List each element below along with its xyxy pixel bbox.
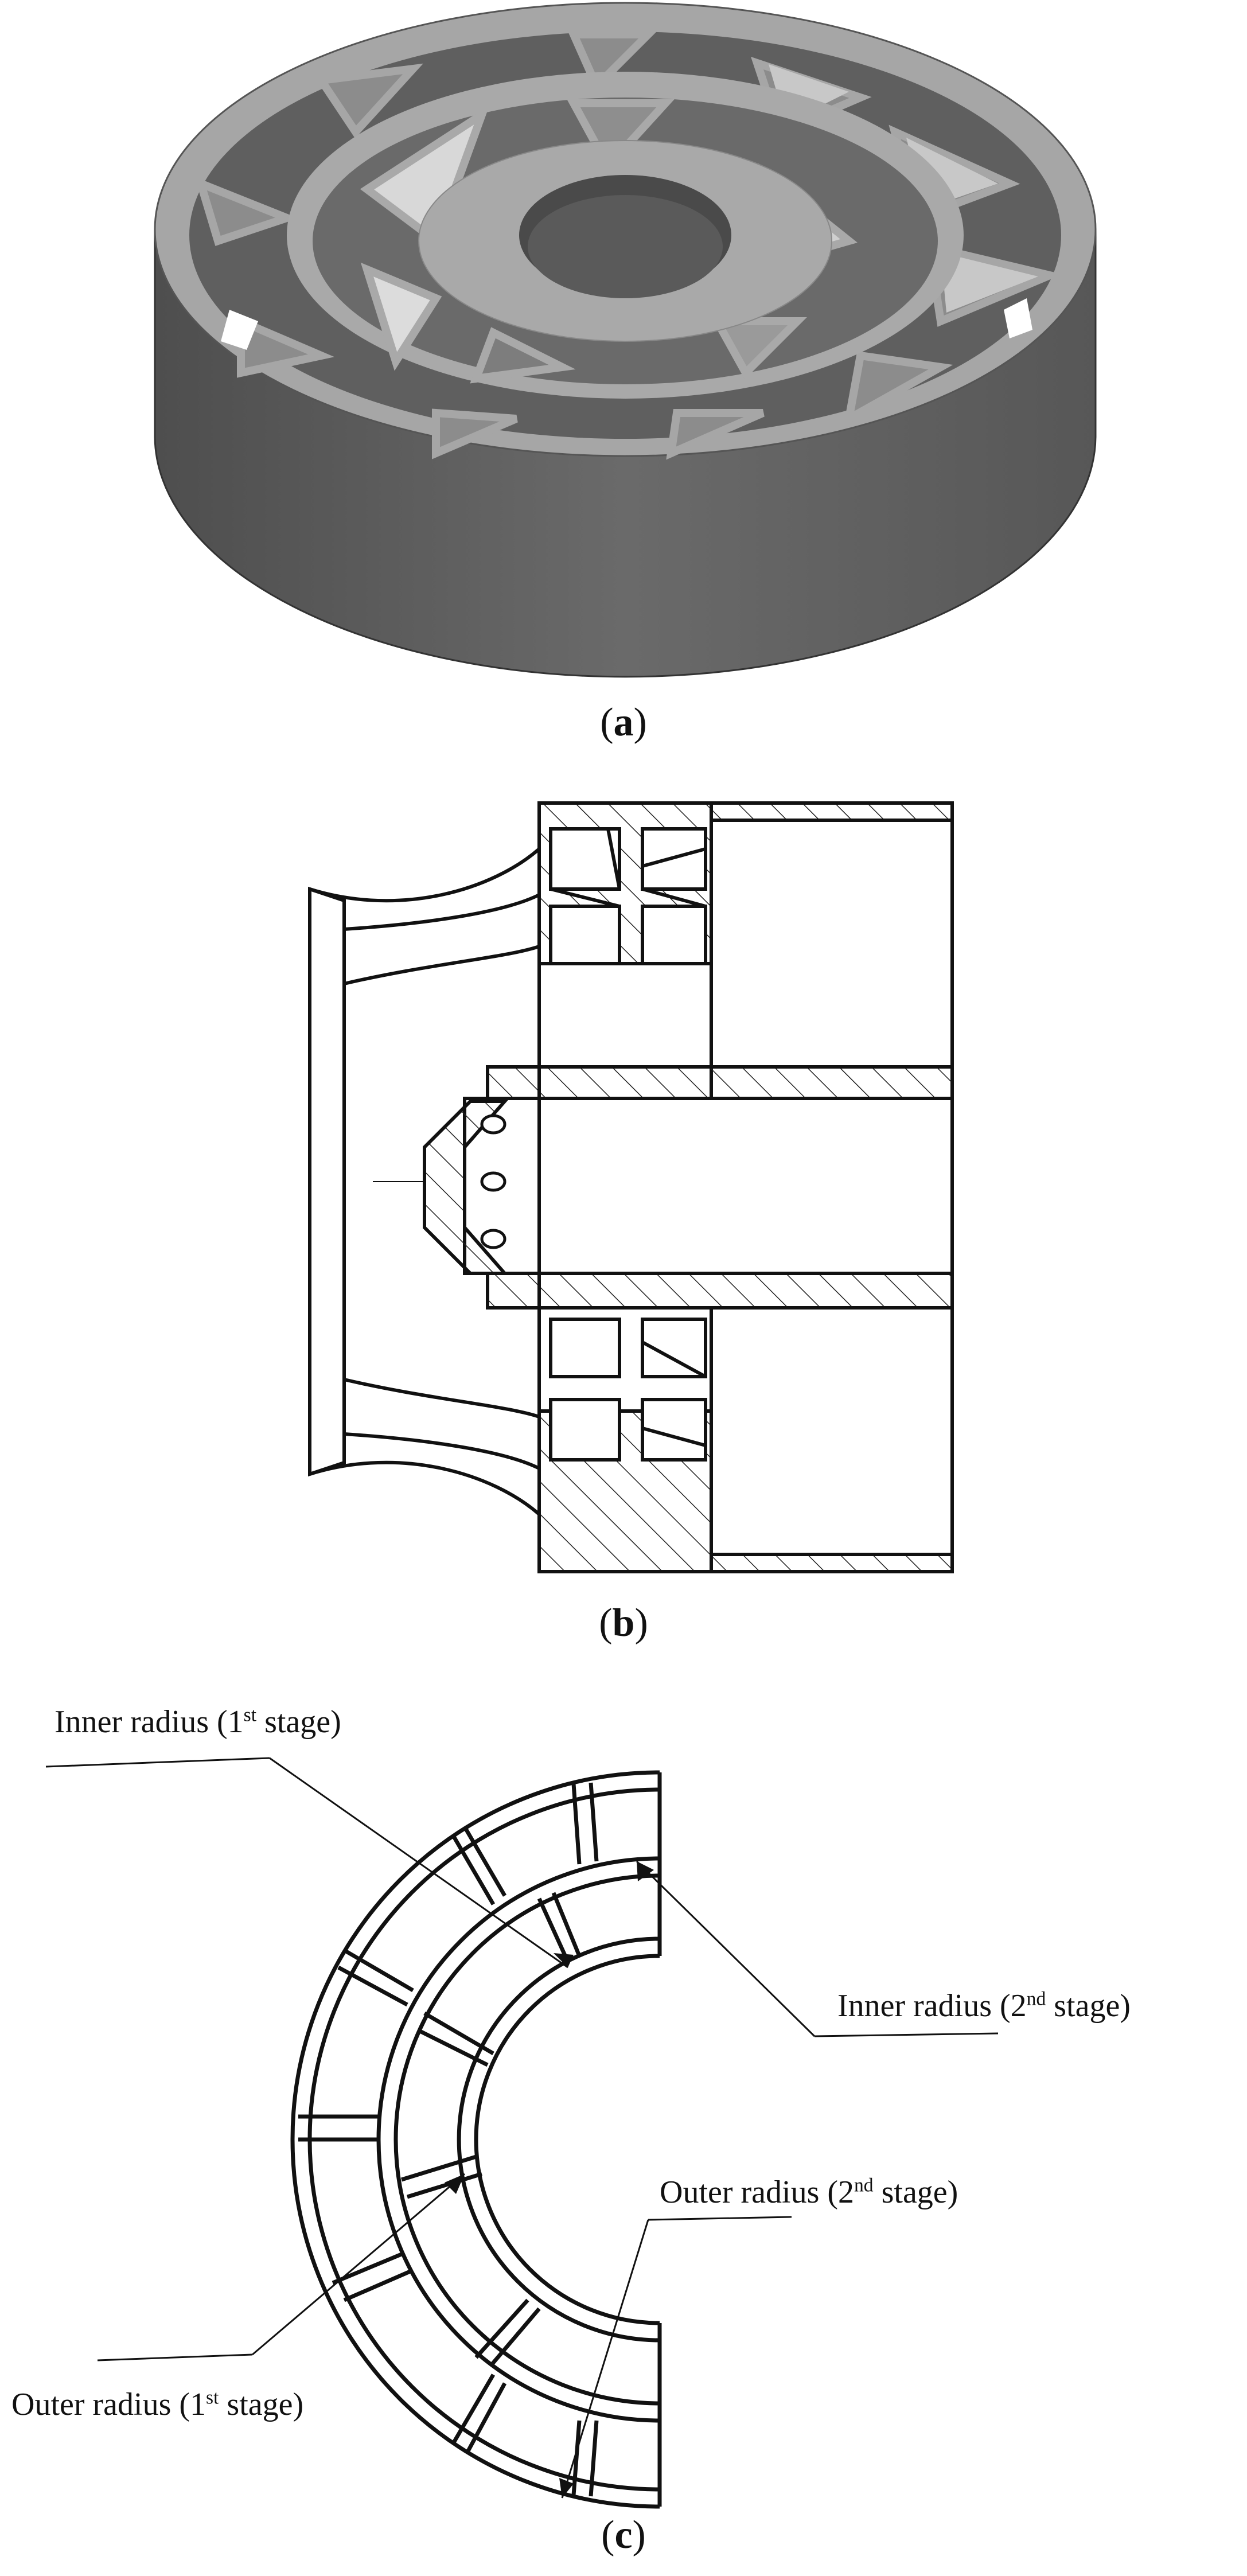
panel-b-cross-section [0, 780, 1247, 1595]
central-bore [463, 1097, 954, 1275]
panel-a-3d-swirler [0, 0, 1247, 717]
leader-inner2 [814, 2032, 999, 2037]
nozzle-tip [423, 1100, 509, 1275]
label-outer-radius-1st: Outer radius (1st stage) [11, 2387, 304, 2422]
inner-stage-spokes [400, 1892, 582, 2368]
side-openings [221, 298, 1032, 350]
outer-stage-spokes [298, 1782, 599, 2497]
label-outer-radius-2nd: Outer radius (2nd stage) [660, 2174, 958, 2210]
leader-inner1 [45, 1757, 270, 1768]
cross-section-drawing [308, 801, 954, 1573]
leader-outer2 [648, 2216, 792, 2221]
label-inner-radius-2nd: Inner radius (2nd stage) [837, 1988, 1131, 2024]
label-inner-radius-1st: Inner radius (1st stage) [54, 1704, 341, 1740]
upstream-flange [308, 886, 346, 1477]
outer-boundary [290, 1770, 660, 2509]
swirler-3d-render [154, 2, 1097, 678]
vanes-upper [549, 827, 707, 965]
caption-a: (a) [600, 700, 647, 745]
fuel-holes [480, 1114, 506, 1249]
half-ring-schematic [45, 1757, 999, 2509]
panel-c-half-ring [0, 1663, 1247, 2524]
leader-outer1 [97, 2353, 253, 2361]
caption-b: (b) [599, 1601, 648, 1645]
caption-c: (c) [601, 2513, 646, 2557]
vanes-lower [549, 1318, 707, 1462]
